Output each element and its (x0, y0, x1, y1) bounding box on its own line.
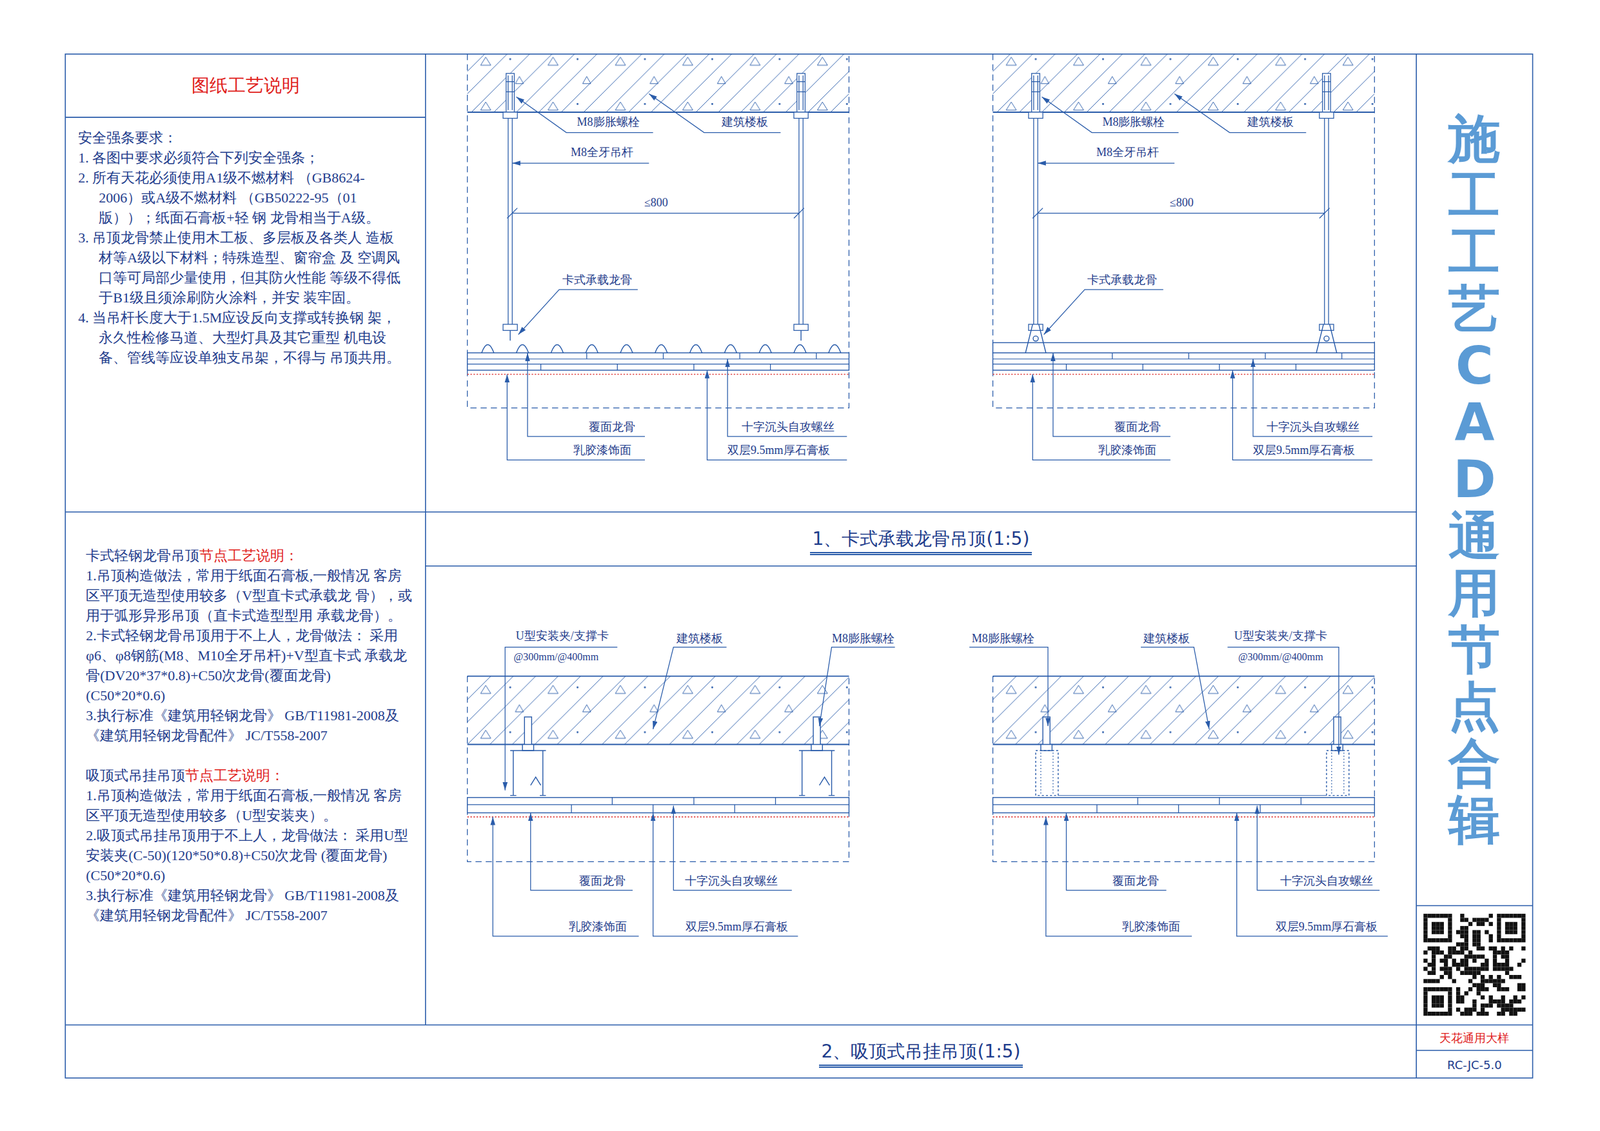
callout-label: @300mm/@400mm (1236, 651, 1325, 663)
callout-label: 卡式承载龙骨 (1086, 274, 1159, 287)
callout-label: M8膨胀螺栓 (1100, 116, 1166, 129)
callout-label: 覆面龙骨 (587, 421, 637, 435)
caption-text: 2、吸顶式吊挂吊顶(1:5) (819, 1040, 1024, 1068)
callout-label: 建筑楼板 (1142, 632, 1192, 646)
vertical-title: 施工工艺CAD通用节点合辑 (1448, 110, 1501, 849)
callout-label: 十字沉头自攻螺丝 (1265, 421, 1361, 435)
sheet-name: 天花通用大样 (1439, 1031, 1510, 1045)
callout-label: 建筑楼板 (675, 632, 725, 646)
leader-lines (492, 647, 1388, 937)
callout-label: 乳胶漆饰面 (1096, 444, 1158, 458)
callout-label: 乳胶漆饰面 (572, 444, 633, 458)
ceiling-detail (467, 54, 850, 460)
callout-label: 建筑楼板 (720, 116, 770, 129)
callout-label: 双层9.5mm厚石膏板 (684, 920, 790, 934)
sheet-name-cell: 天花通用大样 (1416, 1025, 1533, 1052)
callout-label: ≤800 (642, 196, 670, 210)
callout-label: M8膨胀螺栓 (970, 632, 1036, 646)
note-text: 4. 当吊杆长度大于1.5M应设反向支撑或转换钢 架，永久性检修马道、大型灯具及… (78, 309, 401, 366)
callout-label: 双层9.5mm厚石膏板 (1274, 920, 1380, 934)
callout-label: 乳胶漆饰面 (1120, 920, 1182, 934)
note-text: 1. 各图中要求必须符合下列安全强条； (78, 149, 320, 166)
caption-band: 1、卡式承载龙骨吊顶(1:5) (425, 512, 1417, 567)
callout-label: ≤800 (1168, 196, 1196, 210)
callout-label: 覆面龙骨 (577, 875, 627, 889)
notes-panel: 安全强条要求： 1. 各图中要求必须符合下列安全强条； 2. 所有天花必须使用A1级… (65, 117, 426, 513)
method-text: 2.卡式轻钢龙骨吊顶用于不上人，龙骨做法： 采用φ6、φ8钢筋(M8、M10全牙… (85, 627, 407, 704)
header-cell: 图纸工艺说明 (65, 54, 426, 118)
sheet-number: RC-JC-5.0 (1447, 1058, 1502, 1072)
callout-label: 双层9.5mm厚石膏板 (726, 444, 832, 458)
method-panel: 卡式轻钢龙骨吊顶节点工艺说明：1.吊顶构造做法，常用于纸面石膏板,一般情况 客房… (65, 512, 426, 1026)
callout-label: M8全牙吊杆 (569, 146, 635, 160)
callout-label: 覆面龙骨 (1113, 421, 1163, 435)
sheet-frame (65, 54, 1533, 1079)
carrier-clips (481, 330, 841, 353)
callout-label: M8膨胀螺栓 (830, 632, 896, 646)
callout-label: 十字沉头自攻螺丝 (1278, 875, 1375, 889)
sheet-number-cell: RC-JC-5.0 (1416, 1051, 1533, 1079)
method-text: 吸顶式吊挂吊顶 (85, 767, 186, 784)
title-column: 施工工艺CAD通用节点合辑 (1416, 54, 1533, 907)
callout-label: 乳胶漆饰面 (567, 920, 629, 934)
note-text: 3. 吊顶龙骨禁止使用木工板、多层板及各类人 造板材等A级以下材料；特殊造型、窗… (78, 229, 401, 306)
caption-band: 2、吸顶式吊挂吊顶(1:5) (425, 1025, 1417, 1079)
qr-code (1423, 913, 1526, 1016)
note-text: 安全强条要求： (78, 129, 178, 146)
ceiling-detail (467, 676, 850, 863)
callout-label: M8全牙吊杆 (1095, 146, 1161, 160)
method-text: 3.执行标准《建筑用轻钢龙骨》 GB/T11981-2008及《建筑用轻钢龙骨配… (85, 707, 400, 744)
method-text: 节点工艺说明： (199, 547, 299, 564)
method-text: 1.吊顶构造做法，常用于纸面石膏板,一般情况 客房区平顶无造型使用较多（V型直卡… (85, 567, 412, 624)
method-text: 3.执行标准《建筑用轻钢龙骨》 GB/T11981-2008及《建筑用轻钢龙骨配… (85, 887, 400, 924)
callout-label: 建筑楼板 (1245, 116, 1295, 129)
callout-label: @300mm/@400mm (512, 651, 600, 663)
carrier-channel (993, 324, 1375, 353)
callout-label: 覆面龙骨 (1111, 875, 1161, 889)
method-text: 节点工艺说明： (185, 767, 285, 784)
callout-label: 十字沉头自攻螺丝 (683, 875, 780, 889)
method-text: 1.吊顶构造做法，常用于纸面石膏板,一般情况 客房区平顶无造型使用较多（U型安装… (85, 787, 402, 824)
note-text: 2. 所有天花必须使用A1级不燃材料 （GB8624-2006）或A级不燃材料 … (78, 169, 380, 226)
u-clips (510, 717, 1350, 796)
callout-label: 十字沉头自攻螺丝 (740, 421, 836, 435)
callout-label: 卡式承载龙骨 (561, 274, 634, 287)
callout-label: M8膨胀螺栓 (575, 116, 642, 129)
method-text: 2.吸顶式吊挂吊顶用于不上人，龙骨做法： 采用U型安装夹(C-50)(120*5… (85, 827, 409, 884)
callout-label: 双层9.5mm厚石膏板 (1251, 444, 1357, 458)
header-text: 图纸工艺说明 (191, 75, 300, 96)
method-text: 卡式轻钢龙骨吊顶 (85, 547, 200, 564)
callout-label: U型安装夹/支撑卡 (1233, 630, 1329, 643)
caption-text: 1、卡式承载龙骨吊顶(1:5) (809, 528, 1033, 556)
callout-label: U型安装夹/支撑卡 (514, 630, 611, 643)
